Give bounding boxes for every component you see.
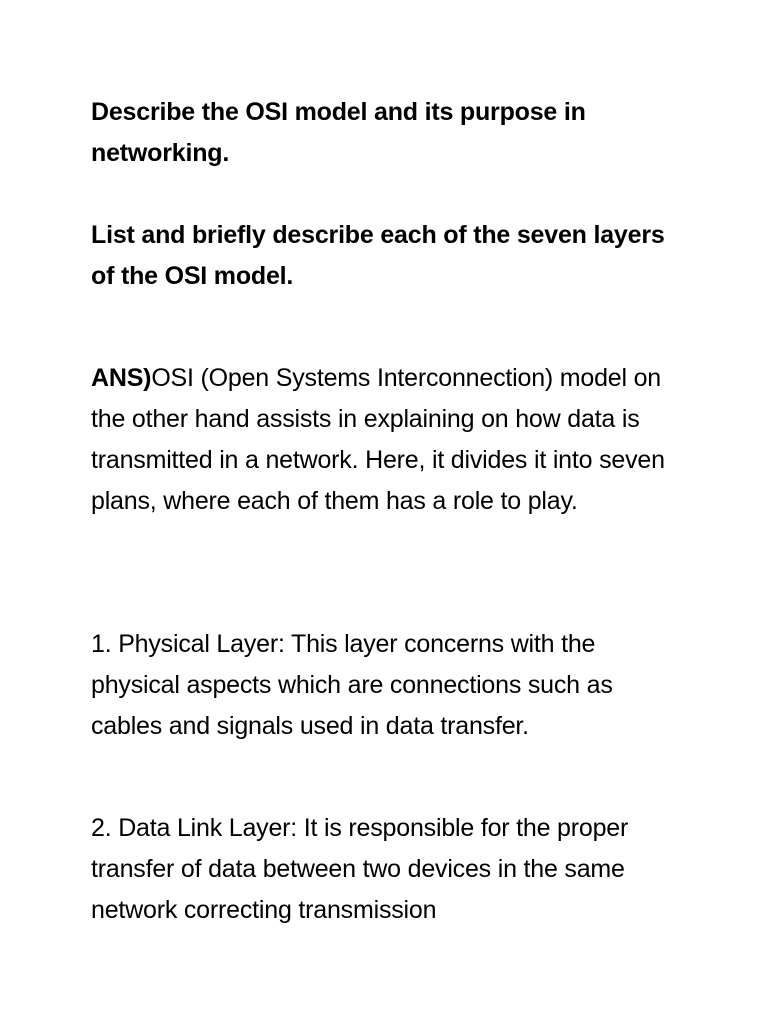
question-2: List and briefly describe each of the se… bbox=[91, 221, 665, 290]
question-1: Describe the OSI model and its purpose i… bbox=[91, 98, 586, 167]
layer-2-description: 2. Data Link Layer: It is responsible fo… bbox=[91, 814, 629, 924]
layer-1-description: 1. Physical Layer: This layer concerns w… bbox=[91, 630, 613, 740]
answer-paragraph: ANS)OSI (Open Systems Interconnection) m… bbox=[91, 358, 681, 522]
answer-label: ANS) bbox=[91, 364, 152, 392]
answer-text: OSI (Open Systems Interconnection) model… bbox=[91, 364, 665, 515]
